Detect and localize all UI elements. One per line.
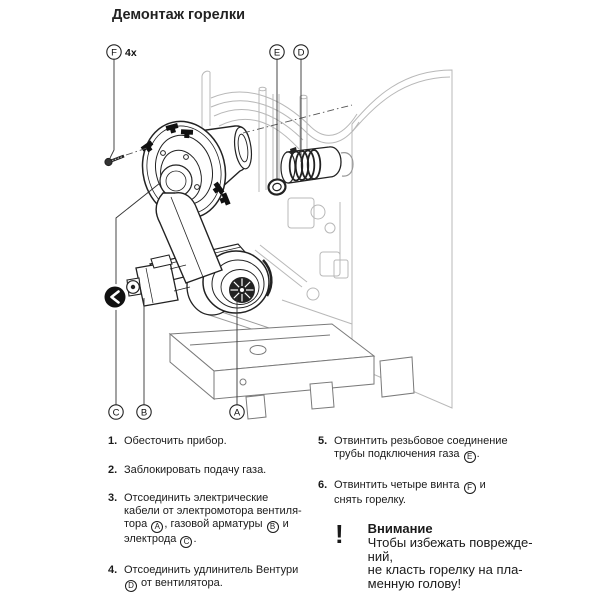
svg-text:A: A — [234, 407, 241, 418]
callout-b: B — [136, 404, 152, 420]
svg-text:C: C — [113, 407, 120, 418]
gas-valve-drawing — [126, 254, 191, 307]
callout-f-quantity: 4x — [125, 47, 137, 59]
circled-ref-e: E — [463, 450, 476, 463]
screw-drawing — [104, 154, 125, 167]
step-item-1: 1. Обесточить прибор. — [108, 435, 318, 448]
circled-ref-f: F — [463, 481, 476, 494]
circled-ref-b: B — [266, 520, 279, 533]
svg-text:F: F — [111, 47, 117, 58]
warning-text: Чтобы избежать поврежде-ний,не класть го… — [367, 535, 533, 591]
step-number: 4. — [108, 563, 118, 576]
venturi-extension-drawing — [280, 146, 354, 184]
callout-d: D — [293, 44, 309, 60]
callout-e: E — [269, 44, 285, 60]
callout-a: A — [229, 404, 245, 420]
step-number: 1. — [108, 435, 118, 447]
callout-bubbles: F 4x E D C B A — [106, 44, 309, 420]
step-item-2: 2. Заблокировать подачу газа. — [108, 464, 318, 477]
circled-ref-d: D — [125, 579, 137, 592]
page-title: Демонтаж горелки — [112, 7, 246, 23]
svg-text:B: B — [141, 407, 147, 418]
step-number: 2. — [108, 463, 118, 476]
chevron-left-icon — [110, 290, 120, 304]
left-arrow-marker — [102, 284, 128, 310]
callout-f: F — [106, 44, 122, 60]
step-number: 5. — [318, 435, 328, 447]
svg-text:E: E — [274, 47, 280, 58]
base-tray-drawing — [168, 323, 415, 420]
warning-exclamation-icon: ! — [335, 519, 344, 550]
burner-assembly-drawing — [104, 120, 354, 316]
step-text: Обесточить прибор. — [124, 435, 227, 447]
callout-c: C — [108, 404, 124, 420]
burner-removal-diagram: F 4x E D C B A — [102, 44, 453, 420]
warning-block: ! Внимание Чтобы избежать поврежде-ний,н… — [318, 519, 590, 590]
circled-ref-a: A — [151, 520, 164, 533]
callout-leader-lines — [109, 59, 302, 405]
warning-text-block: Внимание Чтобы избежать поврежде-ний,не … — [368, 522, 533, 590]
steps-left-column: 1. Обесточить прибор. 2. Заблокировать п… — [108, 435, 318, 600]
step-number: 6. — [318, 478, 328, 491]
coupling-nut-drawing — [267, 178, 287, 196]
warning-title: Внимание — [367, 521, 433, 537]
boiler-background-drawing — [199, 69, 453, 409]
alignment-axis-lines — [125, 104, 353, 156]
circled-ref-c: C — [180, 535, 193, 548]
step-number: 3. — [108, 492, 118, 505]
svg-text:D: D — [298, 47, 305, 58]
step-text: Заблокировать подачу газа. — [124, 463, 267, 476]
